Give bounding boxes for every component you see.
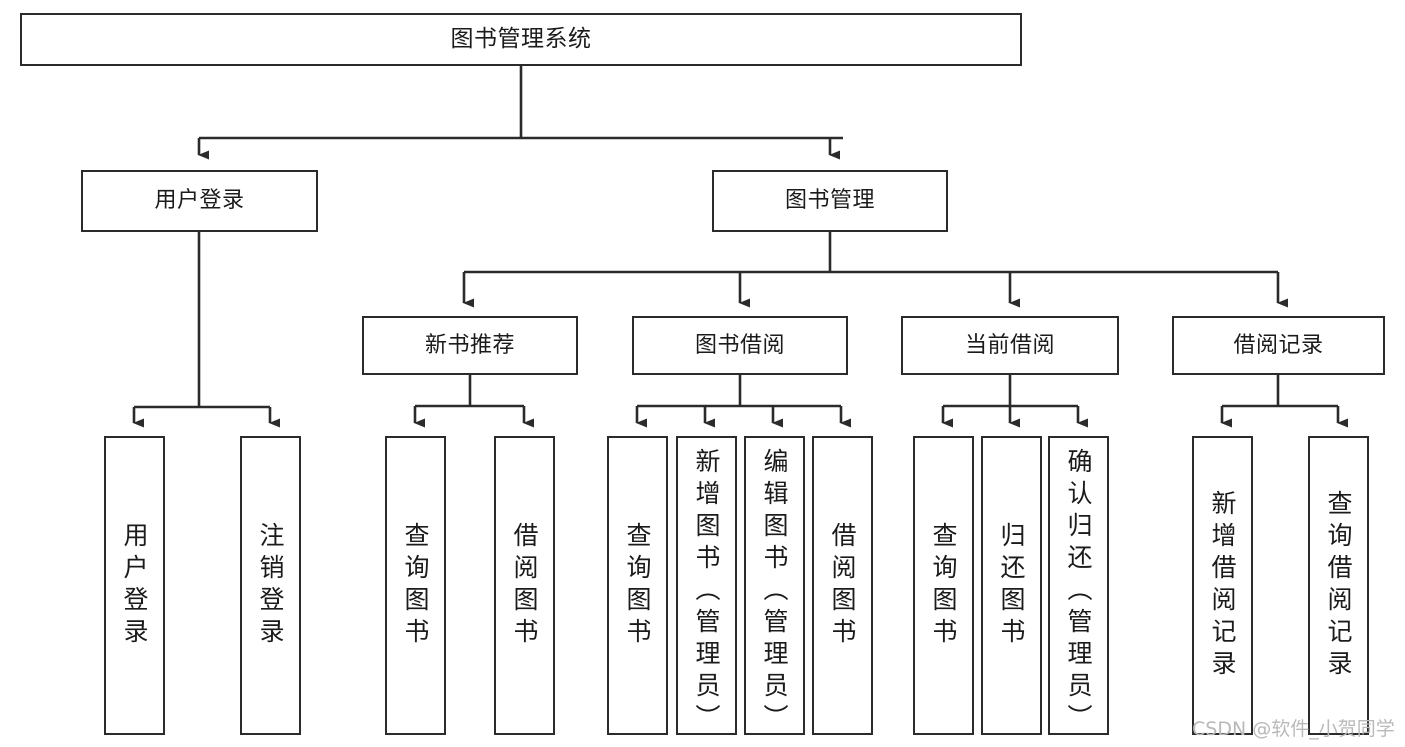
leaf-query-book-2-label: 查询图书 xyxy=(623,521,652,650)
node-book-manage[interactable]: 图书管理 xyxy=(712,170,948,232)
leaf-return-book-label: 归还图书 xyxy=(997,521,1026,650)
node-new-book-recommend[interactable]: 新书推荐 xyxy=(362,316,578,375)
leaf-borrow-book-1[interactable]: 借阅图书 xyxy=(494,436,555,735)
leaf-confirm-return[interactable]: 确认归还（管理员） xyxy=(1048,436,1109,736)
leaf-user-login-label: 用户登录 xyxy=(120,521,149,650)
leaf-query-book-2[interactable]: 查询图书 xyxy=(607,436,668,735)
node-user-login[interactable]: 用户登录 xyxy=(81,170,318,232)
leaf-query-book-3[interactable]: 查询图书 xyxy=(913,436,974,735)
csdn-watermark: CSDN @软件_小贺同学 xyxy=(1192,718,1395,740)
node-book-manage-label: 图书管理 xyxy=(784,188,875,214)
node-current-borrow-label: 当前借阅 xyxy=(964,332,1055,358)
node-current-borrow[interactable]: 当前借阅 xyxy=(901,316,1119,375)
leaf-logout-label: 注销登录 xyxy=(256,521,285,650)
leaf-confirm-return-label: 确认归还（管理员） xyxy=(1064,448,1093,736)
leaf-query-book-1[interactable]: 查询图书 xyxy=(385,436,446,735)
leaf-query-book-1-label: 查询图书 xyxy=(401,521,430,650)
leaf-add-record[interactable]: 新增借阅记录 xyxy=(1192,436,1253,735)
node-book-borrow-label: 图书借阅 xyxy=(694,332,785,358)
node-new-book-recommend-label: 新书推荐 xyxy=(424,332,515,358)
leaf-borrow-book-2-label: 借阅图书 xyxy=(828,521,857,650)
leaf-borrow-book-2[interactable]: 借阅图书 xyxy=(812,436,873,735)
leaf-add-book[interactable]: 新增图书（管理员） xyxy=(676,436,737,736)
node-root-label: 图书管理系统 xyxy=(450,25,592,52)
leaf-query-record[interactable]: 查询借阅记录 xyxy=(1308,436,1369,735)
leaf-query-record-label: 查询借阅记录 xyxy=(1324,489,1353,682)
node-book-borrow[interactable]: 图书借阅 xyxy=(632,316,848,375)
leaf-user-login[interactable]: 用户登录 xyxy=(104,436,165,735)
leaf-add-book-label: 新增图书（管理员） xyxy=(692,448,721,736)
node-user-login-label: 用户登录 xyxy=(154,188,245,214)
leaf-logout[interactable]: 注销登录 xyxy=(240,436,301,735)
node-root[interactable]: 图书管理系统 xyxy=(20,13,1022,66)
leaf-borrow-book-1-label: 借阅图书 xyxy=(510,521,539,650)
leaf-query-book-3-label: 查询图书 xyxy=(929,521,958,650)
leaf-return-book[interactable]: 归还图书 xyxy=(981,436,1042,735)
leaf-edit-book[interactable]: 编辑图书（管理员） xyxy=(744,436,805,736)
leaf-add-record-label: 新增借阅记录 xyxy=(1208,489,1237,682)
leaf-edit-book-label: 编辑图书（管理员） xyxy=(760,448,789,736)
node-borrow-record[interactable]: 借阅记录 xyxy=(1172,316,1385,375)
node-borrow-record-label: 借阅记录 xyxy=(1233,332,1324,358)
